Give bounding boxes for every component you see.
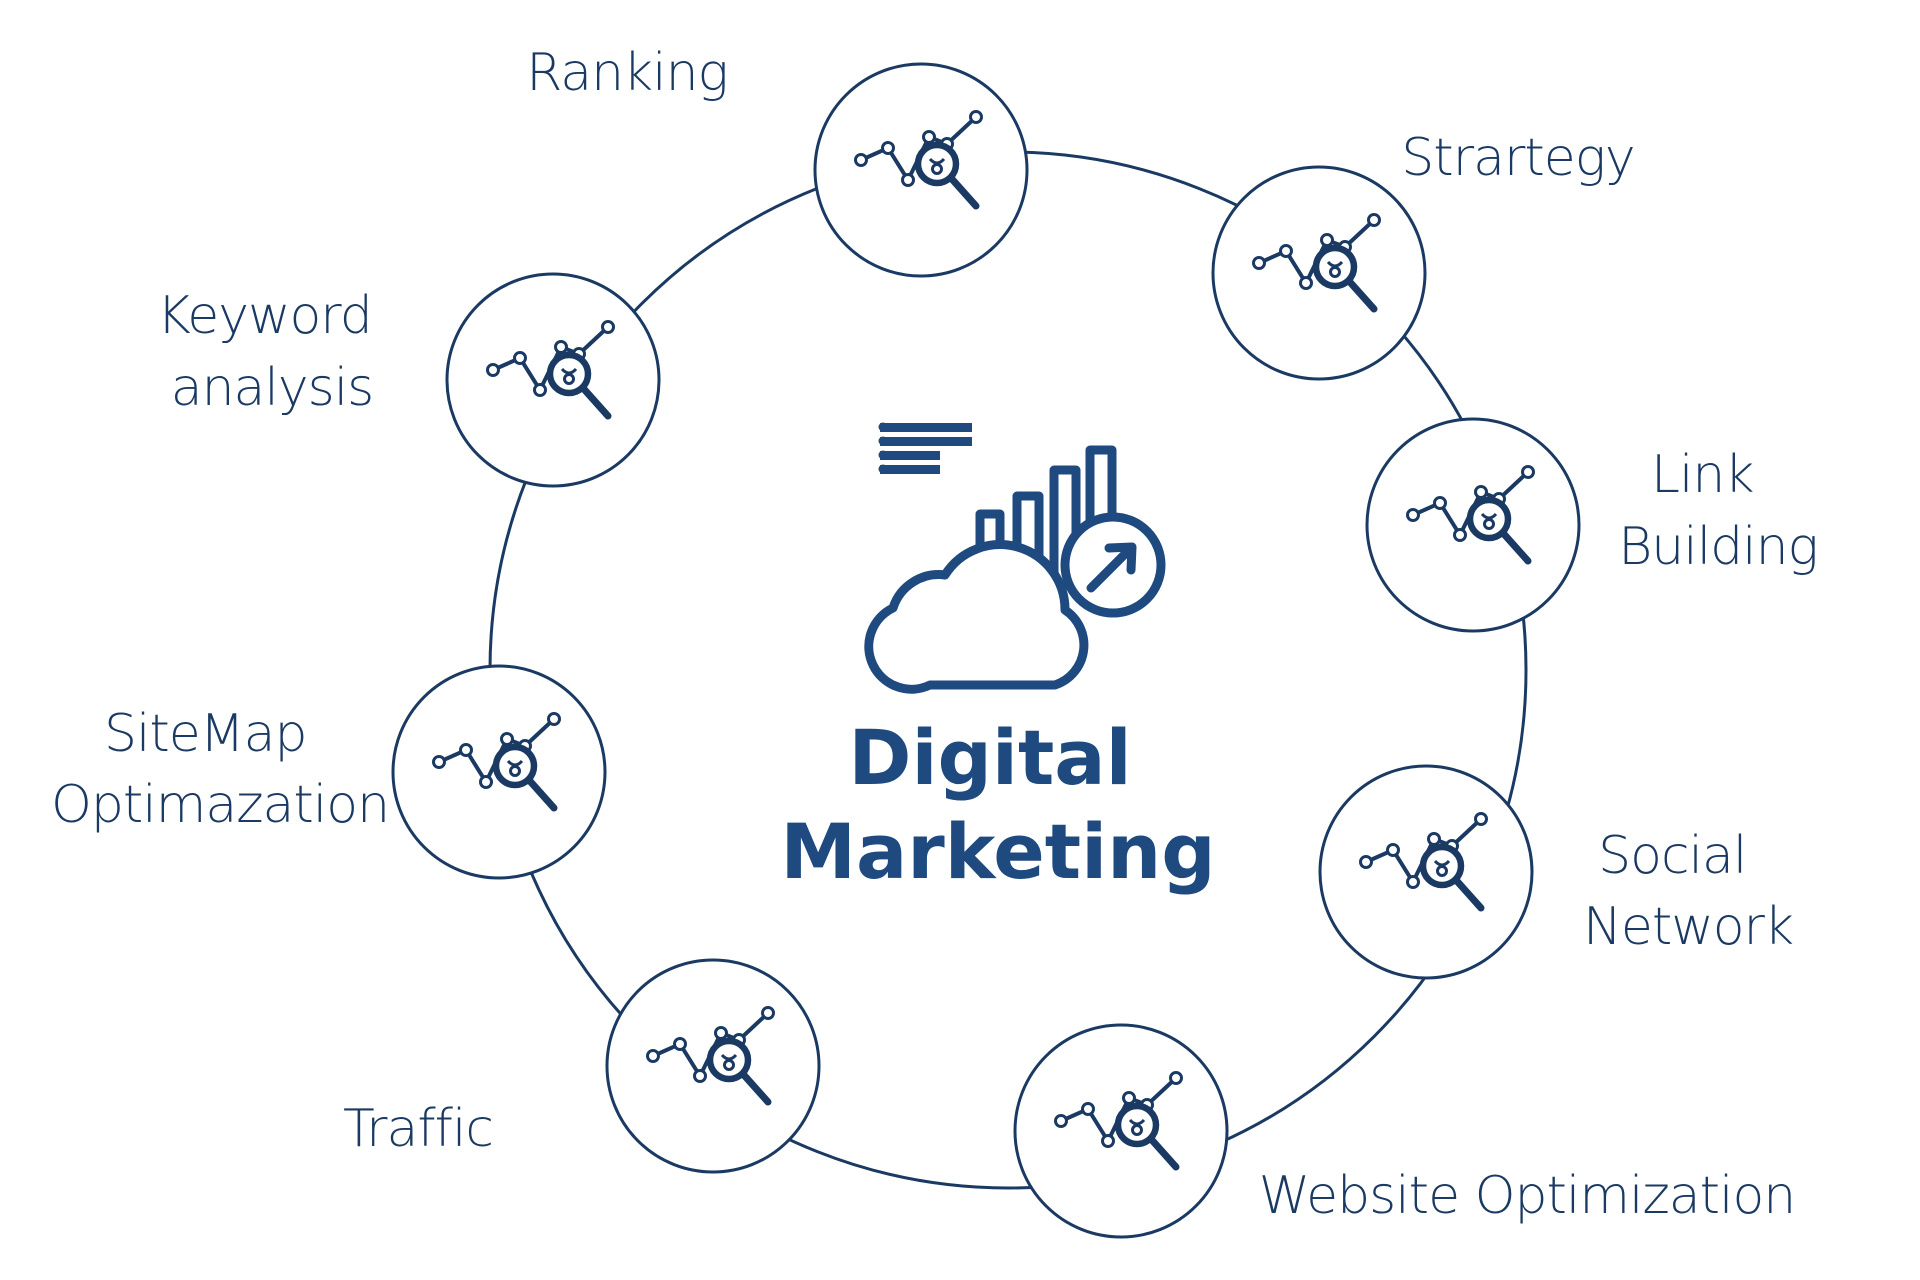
node-social-network: Social Network <box>1318 764 1794 980</box>
node-label-traffic: Traffic <box>343 1099 493 1159</box>
lines-logo-icon <box>878 422 972 474</box>
node-sitemap-optimization: SiteMap Optimazation <box>51 664 607 880</box>
node-traffic: Traffic <box>343 958 821 1174</box>
cloud-bar-chart-growth-icon <box>864 445 1166 694</box>
node-label-social-network: Social Network <box>1583 826 1793 957</box>
node-strategy: Strartegy <box>1211 128 1636 381</box>
node-label-keyword-analysis: Keyword analysis <box>157 286 388 418</box>
node-label-sitemap-optimization: SiteMap Optimazation <box>51 704 389 835</box>
node-label-ranking: Ranking <box>526 43 728 103</box>
node-label-strategy: Strartegy <box>1401 128 1634 188</box>
title-line-2: Marketing <box>780 807 1215 896</box>
node-label-website-optimization: Website Optimization <box>1259 1166 1795 1226</box>
node-website-optimization: Website Optimization <box>1013 1023 1796 1239</box>
node-ranking: Ranking <box>526 43 1029 278</box>
center-group: Digital Marketing <box>780 422 1216 896</box>
node-link-building: Link Building <box>1365 417 1819 633</box>
node-label-link-building: Link Building <box>1618 445 1818 577</box>
title-line-1: Digital <box>848 713 1131 802</box>
node-keyword-analysis: Keyword analysis <box>157 272 661 488</box>
